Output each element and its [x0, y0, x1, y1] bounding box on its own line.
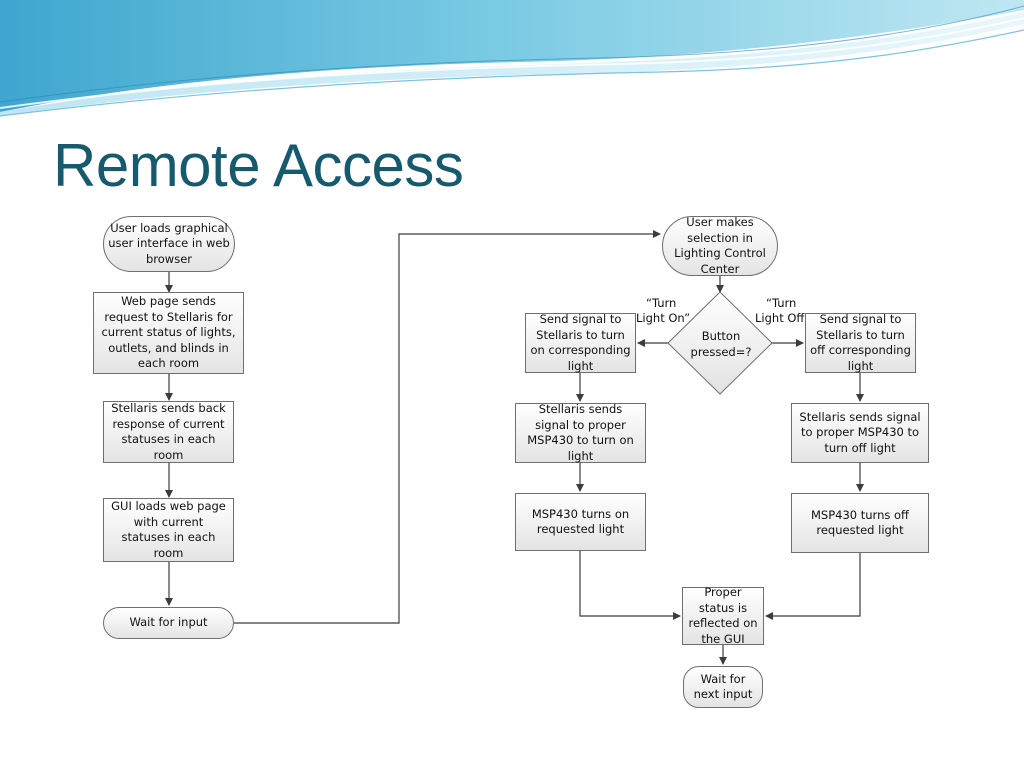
send-off-signal-node: Send signal to Stellaris to turn off cor… [805, 312, 916, 373]
start-node-text: User loads graphical user interface in w… [108, 220, 230, 266]
msp-off-node: MSP430 turns off requested light [791, 493, 929, 553]
wait-for-next-input-text: Wait for next input [693, 671, 753, 702]
decision-diamond [667, 291, 773, 395]
msp-on-signal-text: Stellaris sends signal to proper MSP430 … [527, 402, 634, 463]
arrow-msp-on-to-status [579, 551, 681, 620]
msp-on-node: MSP430 turns on requested light [515, 493, 646, 551]
request-status-text: Web page sends request to Stellaris for … [101, 294, 236, 371]
response-node: Stellaris sends back response of current… [103, 401, 234, 463]
user-selection-node: User makes selection in Lighting Control… [662, 215, 778, 276]
status-reflected-node: Proper status is reflected on the GUI [682, 585, 764, 646]
start-node: User loads graphical user interface in w… [103, 216, 235, 272]
decision-text: Button pressed=? [690, 329, 752, 359]
send-off-signal-text: Send signal to Stellaris to turn off cor… [810, 312, 911, 373]
wait-for-input-node: Wait for input [103, 607, 234, 639]
status-reflected-text: Proper status is reflected on the GUI [688, 585, 758, 646]
edge-label-turn-on-line2: Light On” [636, 311, 691, 325]
msp-off-text: MSP430 turns off requested light [811, 507, 909, 538]
send-on-signal-node: Send signal to Stellaris to turn on corr… [525, 312, 636, 373]
msp-off-signal-node: Stellaris sends signal to proper MSP430 … [791, 403, 929, 463]
gui-load-text: GUI loads web page with current statuses… [111, 499, 226, 560]
msp-off-signal-text: Stellaris sends signal to proper MSP430 … [799, 409, 921, 455]
gui-load-node: GUI loads web page with current statuses… [103, 498, 234, 562]
msp-on-text: MSP430 turns on requested light [531, 506, 630, 537]
request-status-node: Web page sends request to Stellaris for … [93, 292, 244, 374]
wait-for-input-text: Wait for input [129, 615, 208, 630]
edge-label-turn-off-line2: Light Off” [755, 311, 811, 325]
slide-title: Remote Access [53, 132, 464, 199]
msp-on-signal-node: Stellaris sends signal to proper MSP430 … [515, 402, 646, 463]
header-wave-decoration [0, 0, 1024, 117]
edge-label-turn-on-line1: “Turn [646, 296, 677, 310]
arrow-msp-off-to-status [765, 553, 861, 620]
arrow-wait-to-selection [234, 230, 661, 624]
wait-for-next-input-node: Wait for next input [683, 666, 763, 708]
send-on-signal-text: Send signal to Stellaris to turn on corr… [530, 312, 631, 373]
edge-label-turn-off-line1: “Turn [766, 296, 797, 310]
response-text: Stellaris sends back response of current… [111, 401, 226, 462]
user-selection-text: User makes selection in Lighting Control… [674, 215, 766, 276]
